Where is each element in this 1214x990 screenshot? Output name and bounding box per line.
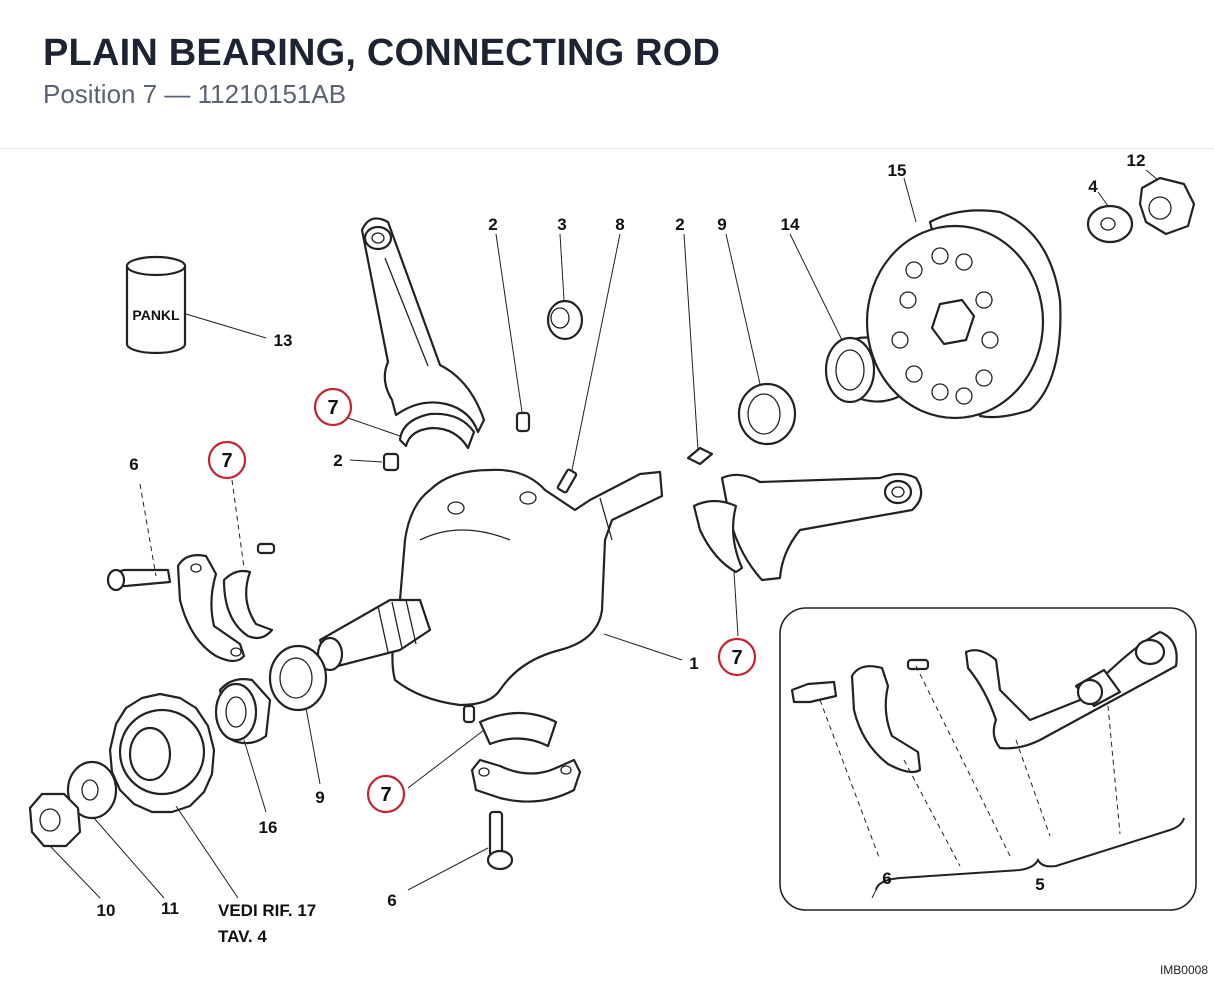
label-15: 15 xyxy=(888,161,907,180)
part-2-dowel-b xyxy=(382,452,400,472)
vedi-rif-gear xyxy=(108,692,216,814)
label-13: 13 xyxy=(274,331,293,350)
label-11: 11 xyxy=(161,899,179,918)
callout-7-lower-text: 7 xyxy=(380,784,391,806)
label-16: 16 xyxy=(259,818,278,837)
part-number-labels: 1 2 2 2 3 4 5 6 6 6 8 9 9 10 11 12 13 14… xyxy=(97,151,1146,946)
part-7-bearing-shell-right xyxy=(692,499,744,574)
part-13-pankl-can: PANKL xyxy=(125,255,187,355)
callout-7-upper[interactable]: 7 xyxy=(313,387,353,427)
callout-7-left-text: 7 xyxy=(221,450,232,472)
leader-lines xyxy=(49,169,1159,899)
callout-7-upper-text: 7 xyxy=(327,397,338,419)
part-3-bush xyxy=(546,299,584,341)
label-3: 3 xyxy=(557,215,566,234)
label-9a: 9 xyxy=(717,215,726,234)
page-title: PLAIN BEARING, CONNECTING ROD xyxy=(43,32,721,74)
right-connecting-rod xyxy=(720,472,923,582)
part-9-washer-upper xyxy=(737,382,797,446)
part-10-nut xyxy=(28,792,82,848)
label-4: 4 xyxy=(1088,177,1098,196)
label-2b: 2 xyxy=(675,215,684,234)
part-6-bolt-left xyxy=(106,568,172,592)
part-7-bearing-shell-lower xyxy=(478,711,558,748)
label-1: 1 xyxy=(689,654,698,673)
part-4-washer-top xyxy=(1086,204,1134,244)
label-8: 8 xyxy=(615,215,624,234)
callout-7-right-text: 7 xyxy=(731,647,742,669)
upper-connecting-rod xyxy=(360,217,486,434)
part-8-key xyxy=(556,468,578,494)
part-12-nut xyxy=(1138,176,1196,236)
small-dowel-lower xyxy=(462,704,476,724)
label-2a: 2 xyxy=(488,215,497,234)
label-6c: 6 xyxy=(882,869,891,888)
rod-cap-lower xyxy=(470,758,582,803)
label-10: 10 xyxy=(97,901,116,920)
label-12: 12 xyxy=(1127,151,1146,170)
part-7-bearing-shell-left xyxy=(222,569,274,640)
callout-7-lower[interactable]: 7 xyxy=(366,774,406,814)
callout-7-right[interactable]: 7 xyxy=(717,637,757,677)
callout-7-left[interactable]: 7 xyxy=(207,440,247,480)
drawing-code: IMB0008 xyxy=(1159,963,1208,977)
label-9b: 9 xyxy=(315,788,324,807)
part-7-bearing-shell-upper xyxy=(398,412,476,450)
part-2-dowel-a xyxy=(515,411,531,433)
label-5: 5 xyxy=(1035,875,1044,894)
label-2c: 2 xyxy=(333,451,342,470)
reference-line-2: TAV. 4 xyxy=(218,927,267,946)
page-subtitle: Position 7 — 11210151AB xyxy=(43,79,347,109)
pankl-brand-text: PANKL xyxy=(132,307,180,323)
part-15-flywheel xyxy=(865,209,1062,420)
rod-cap-left xyxy=(176,554,246,663)
part-16-bush xyxy=(214,678,272,745)
label-6b: 6 xyxy=(387,891,396,910)
part-2-dowel-c xyxy=(686,446,714,466)
part-11-washer xyxy=(66,760,118,820)
small-dowel-left xyxy=(256,542,276,555)
part-9-washer-lower xyxy=(268,644,328,712)
header: PLAIN BEARING, CONNECTING ROD Position 7… xyxy=(0,0,1214,149)
inset-box-part-5 xyxy=(779,607,1197,911)
part-1-crankshaft xyxy=(316,468,664,707)
label-6a: 6 xyxy=(129,455,138,474)
reference-line-1: VEDI RIF. 17 xyxy=(218,901,316,920)
label-14: 14 xyxy=(781,215,800,234)
part-6-bolt-lower xyxy=(486,810,514,871)
